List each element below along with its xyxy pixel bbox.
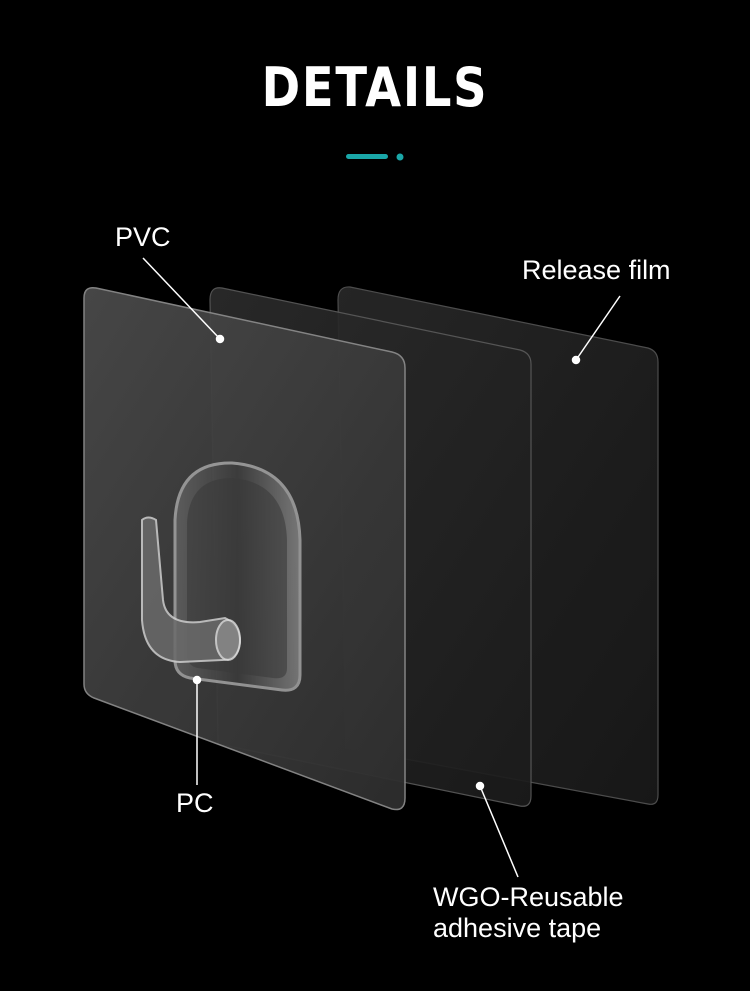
pvc-callout-dot [215, 334, 225, 344]
pc-label: PC [176, 788, 214, 818]
page-title: DETAILS [261, 56, 489, 119]
release-film-callout-dot [571, 355, 581, 365]
release-film-callout-line [575, 295, 621, 361]
pvc-callout-line [142, 257, 221, 340]
release-film-label: Release film [522, 255, 671, 285]
tape-callout-dot [475, 781, 485, 791]
tape-callout-line [479, 785, 519, 878]
tape-label-line1: WGO-Reusable [433, 882, 624, 912]
pvc-label: PVC [115, 222, 171, 252]
accent-dot [396, 153, 404, 161]
tape-label-line2: adhesive tape [433, 913, 602, 943]
pc-callout-dot [192, 675, 202, 685]
accent-dash [346, 154, 388, 159]
hook-icon [141, 461, 302, 692]
